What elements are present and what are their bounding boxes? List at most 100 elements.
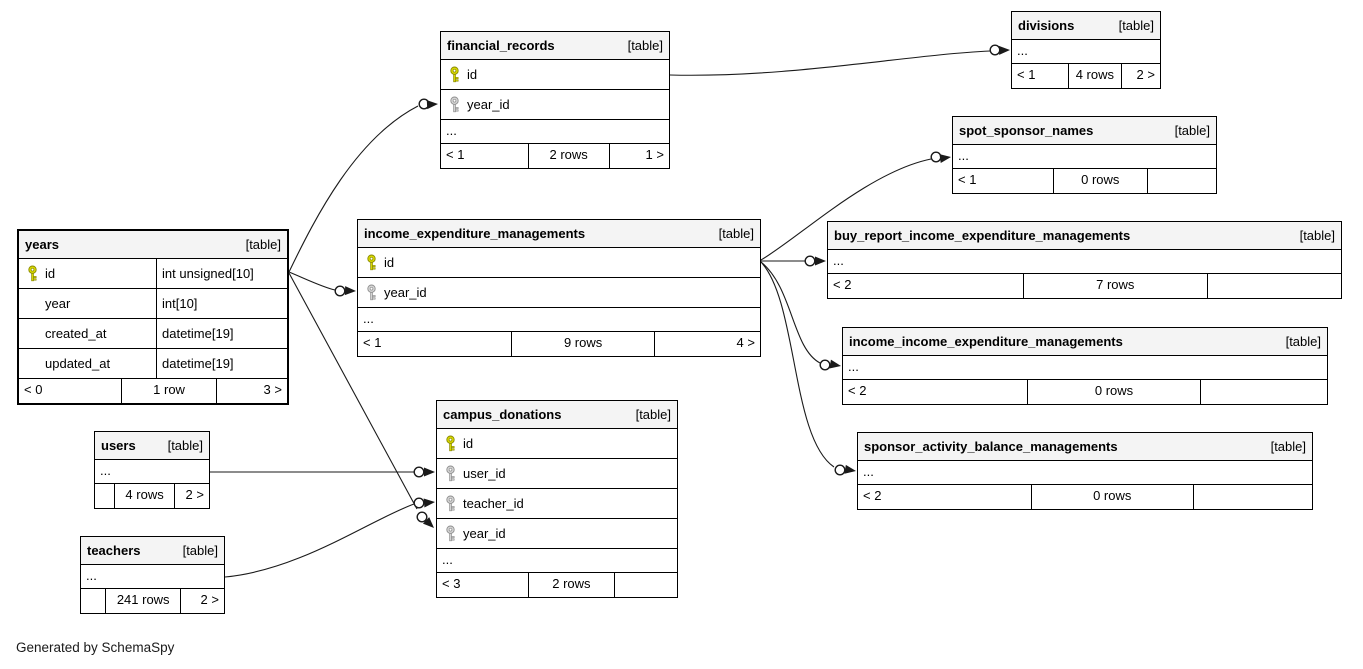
table-header[interactable]: years [table] [19,231,287,259]
column-name: year_id [467,97,510,112]
table-header[interactable]: sponsor_activity_balance_managements [tab… [858,433,1312,461]
related-from-count[interactable]: < 2 [833,277,852,292]
related-from-count[interactable]: < 1 [958,172,977,187]
row-count: 0 rows [1026,380,1202,404]
column-row-id[interactable]: id [441,60,669,90]
primary-key-icon [358,254,384,271]
table-buy_report_income_expenditure_managements[interactable]: buy_report_income_expenditure_management… [827,221,1342,299]
column-name: updated_at [45,356,111,371]
edge-circle-decoration [819,359,831,371]
column-type-divider [156,349,157,378]
related-to-count[interactable]: 2 > [1136,67,1155,82]
column-type: datetime[19] [162,326,234,341]
foreign-key-icon [437,525,463,542]
table-campus_donations[interactable]: campus_donations[table]id user_id teacher_… [436,400,678,598]
table-header[interactable]: financial_records[table] [441,32,669,60]
related-to-count[interactable]: 1 > [645,147,664,162]
more-columns-row[interactable]: ... [441,120,669,144]
table-sponsor_activity_balance_managements[interactable]: sponsor_activity_balance_managements [tab… [857,432,1313,510]
column-name: created_at [45,326,107,341]
more-columns-row[interactable]: ... [828,250,1341,274]
related-from-count[interactable]: < 2 [863,488,882,503]
table-type-tag: [table] [182,543,218,558]
related-from-count[interactable]: < 1 [1017,67,1036,82]
column-row-year_id[interactable]: year_id [441,90,669,120]
table-type-tag: [table] [635,407,671,422]
primary-key-icon [437,435,463,452]
edge-circle-decoration [834,464,846,476]
related-to-count[interactable]: 2 > [200,592,219,607]
edge-line [760,158,932,261]
table-income_income_expenditure_managements[interactable]: income_income_expenditure_managements[ta… [842,327,1328,405]
related-to-count[interactable]: 3 > [263,382,282,397]
more-columns-row[interactable]: ... [1012,40,1160,64]
column-row-year_id[interactable]: year_id [358,278,760,308]
table-name: teachers [87,543,141,558]
related-to-count[interactable]: 2 > [185,487,204,502]
related-from-count [95,484,114,508]
related-to-count [1194,485,1312,509]
foreign-key-icon [437,495,463,512]
table-header[interactable]: teachers [table] [81,537,224,565]
table-income_expenditure_managements[interactable]: income_expenditure_managements[table]id y… [357,219,761,357]
row-count: 1 row [120,379,218,403]
column-name: year_id [384,285,427,300]
more-columns-row[interactable]: ... [95,460,209,484]
related-from-count[interactable]: < 1 [363,335,382,350]
related-from-count[interactable]: < 3 [442,576,461,591]
relationship-financial_records.id-to-divisions [669,44,1010,76]
table-header[interactable]: spot_sponsor_names[table] [953,117,1216,145]
more-columns-row[interactable]: ... [843,356,1327,380]
table-type-tag: [table] [1270,439,1306,454]
column-row-id[interactable]: id [358,248,760,278]
column-row-year_id[interactable]: year_id [437,519,677,549]
more-columns-row[interactable]: ... [437,549,677,573]
edge-circle-decoration [989,44,1001,56]
table-header[interactable]: buy_report_income_expenditure_management… [828,222,1341,250]
more-columns-row[interactable]: ... [858,461,1312,485]
relationship-years.id-to-income_expenditure_managements.year_id [288,271,356,297]
table-header[interactable]: income_income_expenditure_managements[ta… [843,328,1327,356]
table-header[interactable]: users[table] [95,432,209,460]
edge-arrowhead [344,286,356,296]
table-name: income_income_expenditure_managements [849,334,1123,349]
related-from-count[interactable]: < 1 [446,147,465,162]
related-to-count[interactable]: 4 > [736,335,755,350]
table-header[interactable]: income_expenditure_managements[table] [358,220,760,248]
column-row-user_id[interactable]: user_id [437,459,677,489]
edge-line [288,105,419,273]
more-columns-row[interactable]: ... [81,565,224,589]
edge-line [288,272,418,510]
row-count: 9 rows [510,332,656,356]
table-type-tag: [table] [1299,228,1335,243]
table-name: users [101,438,136,453]
table-header[interactable]: divisions[table] [1012,12,1160,40]
table-name: sponsor_activity_balance_managements [864,439,1118,454]
column-name: user_id [463,466,506,481]
column-row-id[interactable]: id [437,429,677,459]
table-name: years [25,237,59,252]
column-row-teacher_id[interactable]: teacher_id [437,489,677,519]
table-name: divisions [1018,18,1075,33]
more-columns-row[interactable]: ... [358,308,760,332]
related-to-count [1208,274,1341,298]
more-columns-row[interactable]: ... [953,145,1216,169]
table-type-tag: [table] [245,237,281,252]
row-count: 7 rows [1022,274,1208,298]
table-header[interactable]: campus_donations[table] [437,401,677,429]
related-from-count[interactable]: < 0 [24,382,43,397]
related-from-count[interactable]: < 2 [848,383,867,398]
column-row-created_at[interactable]: created_at datetime[19] [19,319,287,349]
